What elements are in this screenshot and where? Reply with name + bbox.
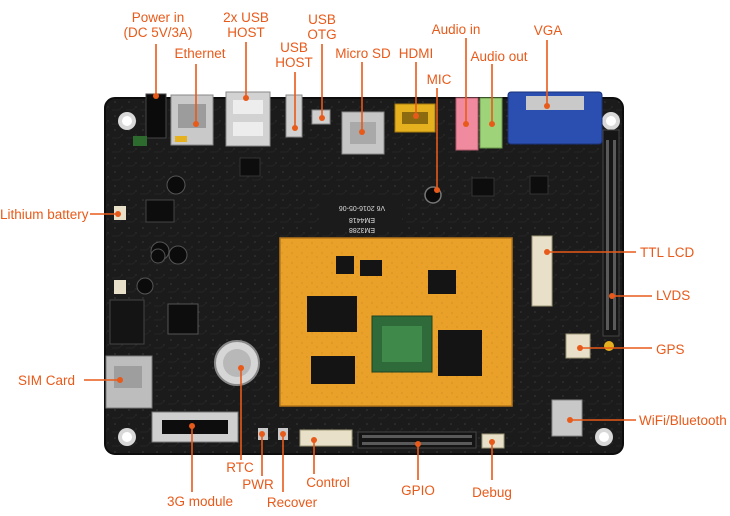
wifi-bt-module	[551, 399, 583, 437]
label-usb-otg: USB OTG	[307, 12, 337, 42]
label-audio-in: Audio in	[431, 22, 481, 37]
label-rtc: RTC	[226, 460, 254, 475]
label-debug: Debug	[472, 485, 512, 500]
label-control: Control	[306, 475, 350, 490]
label-lvds: LVDS	[656, 288, 691, 303]
label-wifi-bluetooth: WiFi/Bluetooth	[639, 413, 727, 428]
label-2x-usb-host: 2x USB HOST	[223, 10, 269, 40]
power-jack	[145, 93, 167, 139]
label-audio-out: Audio out	[470, 49, 528, 64]
silk-module: EM3288	[349, 226, 375, 233]
label-lithium-battery: Lithium battery	[0, 207, 89, 222]
callout-lines	[84, 38, 652, 492]
hdmi-port	[394, 103, 436, 133]
label-hdmi: HDMI	[398, 46, 434, 61]
label-micro-sd: Micro SD	[335, 46, 391, 61]
label-3g-module: 3G module	[166, 494, 234, 509]
mounting-holes	[118, 112, 620, 446]
label-pwr: PWR	[242, 477, 274, 492]
label-usb-host: USB HOST	[275, 40, 313, 70]
label-ttl-lcd: TTL LCD	[640, 245, 695, 260]
label-recover: Recover	[266, 495, 318, 510]
usb-host-port	[285, 94, 303, 138]
label-gpio: GPIO	[401, 483, 435, 498]
label-ethernet: Ethernet	[174, 46, 226, 61]
silk-baseboard: EM4418	[349, 216, 375, 223]
label-vga: VGA	[533, 23, 563, 38]
label-power-in: Power in (DC 5V/3A)	[123, 10, 193, 40]
label-sim-card: SIM Card	[18, 373, 76, 388]
silk-version: V6 2016-05-06	[339, 204, 385, 211]
label-gps: GPS	[656, 342, 685, 357]
ttl-lcd-connector	[531, 235, 553, 307]
label-mic: MIC	[426, 72, 452, 87]
control-connector	[299, 429, 353, 447]
lvds-header	[602, 129, 620, 337]
